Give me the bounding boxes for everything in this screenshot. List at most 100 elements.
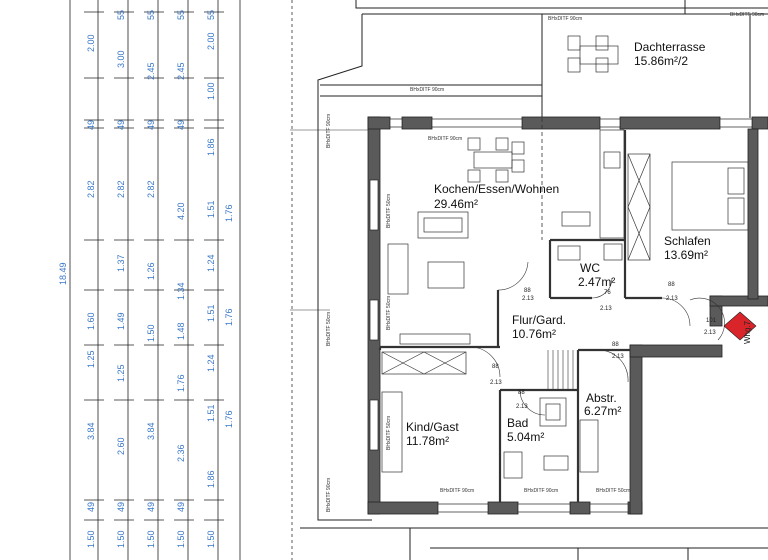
room-name-kind: Kind/Gast [406,420,459,434]
room-name-bad: Bad [507,416,528,430]
dim-text: 2.36 [176,444,186,462]
dim-text: 1.50 [146,324,156,342]
dim-text: 2.82 [116,180,126,198]
dim-text: 1.86 [206,470,216,488]
dim-text: 1.37 [116,254,126,272]
dimension-text-col-3: 1.50 49 3.84 1.50 1.26 2.82 49 2.45 55 [146,10,156,548]
dim-text: 1.51 [206,404,216,422]
dim-text: 4.20 [176,202,186,220]
window-label: BHxDITF 90cm [524,488,558,494]
door-labels: 88 2.13 76 2.13 88 2.13 101 2.13 88 2.13… [490,282,717,410]
dimension-text-col-4: 1.50 49 2.36 1.76 1.48 1.34 4.20 49 2.45… [176,10,186,548]
door-label: 101 [706,318,717,324]
door-label: 88 [668,282,675,288]
room-area-abstr: 6.27m² [584,404,621,418]
window-label: BHxDITF 50cm [386,194,392,228]
dim-text: 49 [116,120,126,130]
room-name-schlafen: Schlafen [664,234,711,248]
window-label: BHxDITF 90cm [548,16,582,22]
exterior-walls [367,116,768,515]
door-label: 2.13 [600,306,612,312]
dim-text: 55 [116,10,126,20]
dimension-text-col-6: 1.76 1.76 1.76 [224,204,234,428]
door-label: 2.13 [666,296,678,302]
dim-text: 3.84 [146,422,156,440]
dim-text: 49 [86,502,96,512]
door-label: 2.13 [704,330,716,336]
dim-text: 1.49 [116,312,126,330]
dim-text: 1.76 [224,204,234,222]
dimension-text-col-1: 1.50 49 3.84 1.25 1.60 2.82 49 2.00 [86,34,96,548]
terrace-outlines [300,0,768,560]
dim-text: 2.00 [86,34,96,52]
window-label: BHxDITF 90cm [730,12,764,18]
window-label: BHxDITF 90cm [428,136,462,142]
door-label: 88 [612,342,619,348]
door-label: 88 [518,390,525,396]
unit-label: Whg.7 [743,320,752,344]
dim-text: 3.84 [86,422,96,440]
unit-marker-icon [723,311,757,341]
dim-text: 1.76 [224,308,234,326]
dim-text: 1.86 [206,138,216,156]
dim-text: 2.45 [146,62,156,80]
dimension-text-col-2: 1.50 49 2.60 1.25 1.49 1.37 2.82 49 3.00… [116,10,126,548]
dim-text: 49 [176,120,186,130]
interior-walls [378,130,662,502]
dim-text: 1.24 [206,254,216,272]
window-label: BHxDITF 90cm [326,478,332,512]
dim-text: 1.25 [116,364,126,382]
dim-text: 55 [176,10,186,20]
window-label: BHxDITF 50cm [386,416,392,450]
dim-total-text: 18.49 [58,262,68,285]
dim-text: 49 [176,502,186,512]
dim-text: 2.00 [206,32,216,50]
dim-text: 1.34 [176,282,186,300]
dim-text: 55 [146,10,156,20]
room-name-wc: WC [580,261,600,275]
dim-text: 1.50 [146,530,156,548]
dim-text: 1.76 [176,374,186,392]
dim-text: 49 [86,120,96,130]
dim-text: 1.51 [206,200,216,218]
dim-text: 2.82 [146,180,156,198]
window-label: BHxDITF 50cm [326,312,332,346]
room-area-flur: 10.76m² [512,327,556,341]
room-area-schlafen: 13.69m² [664,248,708,262]
window-label: BHxDITF 90cm [410,87,444,93]
windows [369,118,753,513]
door-label: 2.13 [612,354,624,360]
dim-text: 1.25 [86,350,96,368]
room-area-wc: 2.47m² [578,275,615,289]
room-area-dachterrasse: 15.86m²/2 [634,54,688,68]
room-area-bad: 5.04m² [507,430,544,444]
dim-text: 1.50 [176,530,186,548]
dim-text: 2.82 [86,180,96,198]
door-label: 76 [604,290,611,296]
dim-text: 55 [206,10,216,20]
unit-marker: Whg.7 [723,311,757,344]
dim-text: 2.45 [176,62,186,80]
dim-text: 2.60 [116,437,126,455]
window-label: BHxDITF 90cm [440,488,474,494]
dim-text: 1.60 [86,312,96,330]
door-swings [469,261,725,416]
dim-text: 49 [146,502,156,512]
stair-lines [547,350,574,390]
dim-text: 3.00 [116,50,126,68]
window-labels: BHxDITF 90cm BHxDITF 90cm BHxDITF 90cm B… [326,12,764,512]
door-label: 2.13 [516,404,528,410]
dim-text: 1.50 [206,530,216,548]
door-label: 2.13 [490,380,502,386]
window-label: BHxDITF 50cm [596,488,630,494]
dim-text: 1.50 [116,530,126,548]
dim-text: 49 [116,502,126,512]
dim-text: 1.26 [146,262,156,280]
furniture [381,35,749,479]
dim-text: 1.50 [86,530,96,548]
dim-text: 1.00 [206,82,216,100]
dim-text: 1.76 [224,410,234,428]
dim-text: 49 [146,120,156,130]
room-labels: Dachterrasse 15.86m²/2 Kochen/Essen/Wohn… [406,40,711,448]
